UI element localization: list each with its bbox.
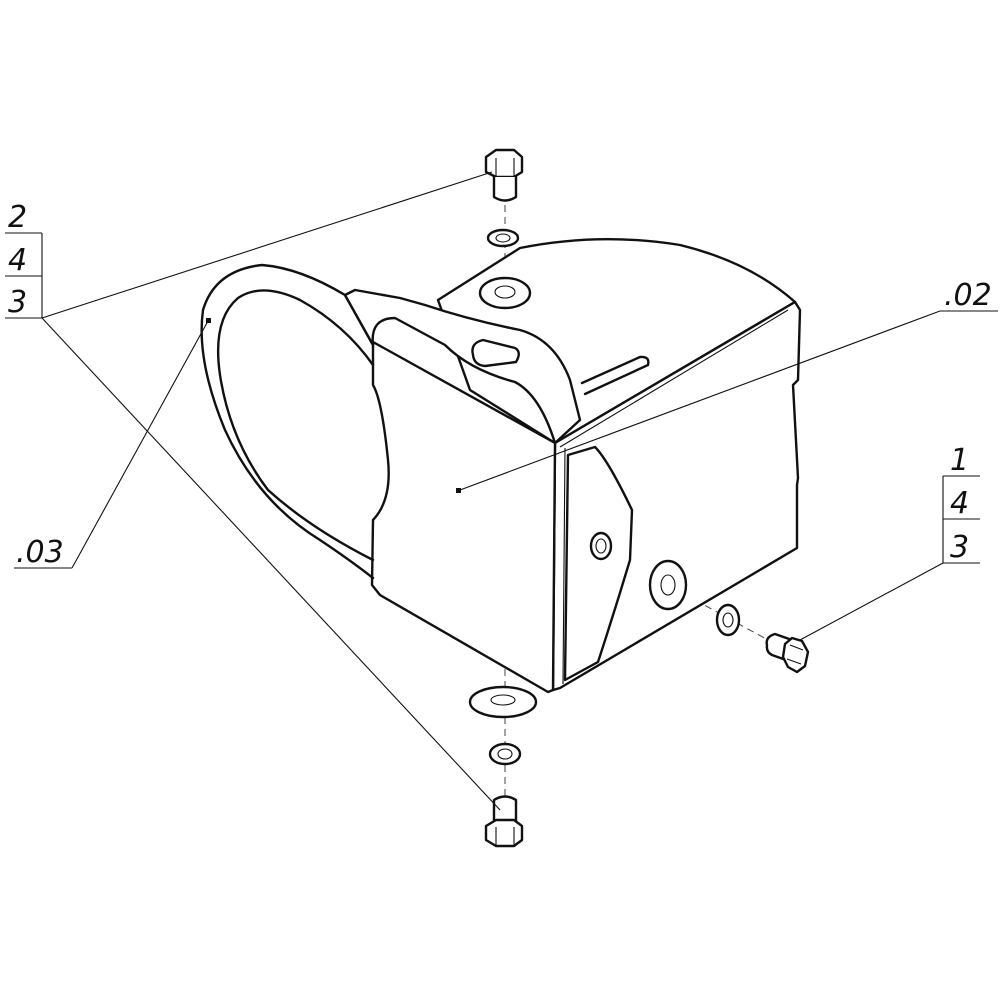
- top-bolt: [484, 148, 524, 202]
- callout-right-line-3: 3: [950, 530, 969, 565]
- callout-part-03: .03: [14, 320, 209, 570]
- bottom-flat-washer: [468, 685, 538, 719]
- callout-part-02: .02: [459, 278, 998, 491]
- side-lock-washer: [715, 603, 741, 637]
- callout-top-left: 2 4 3: [5, 171, 501, 811]
- callout-right: 1 4 3: [799, 443, 980, 641]
- part-03-marker: [206, 318, 211, 323]
- bracket-body: [370, 237, 802, 694]
- callout-top-left-line-2: 4: [8, 243, 27, 278]
- bottom-bolt: [484, 795, 524, 848]
- bottom-lock-washer: [488, 742, 522, 766]
- part-02-label: .02: [944, 278, 992, 313]
- top-lock-washer: [486, 228, 520, 248]
- callout-top-left-line-1: 2: [8, 200, 27, 235]
- part-03-label: .03: [16, 535, 64, 570]
- callout-right-line-1: 1: [950, 443, 969, 478]
- callout-right-line-2: 4: [950, 486, 969, 521]
- clamp-strap: [200, 263, 582, 580]
- side-bolt: [765, 632, 810, 674]
- part-02-marker: [456, 488, 461, 493]
- callout-top-left-line-3: 3: [8, 285, 27, 320]
